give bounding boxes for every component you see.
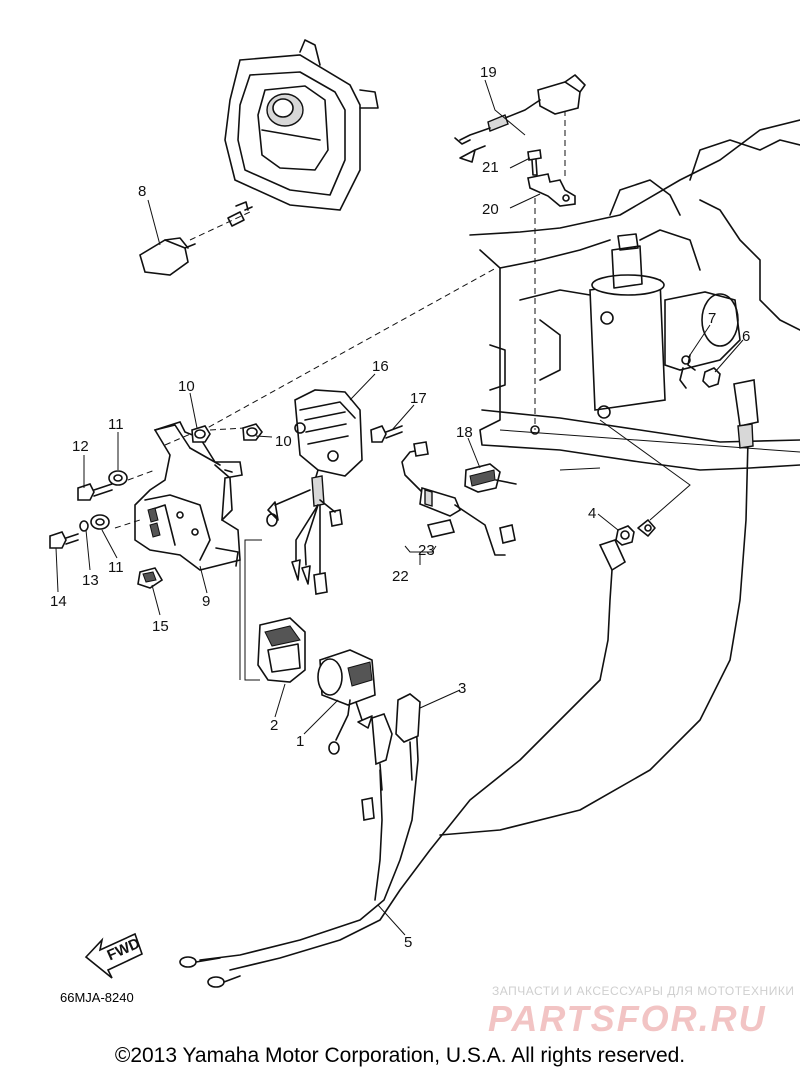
parts-1-3 bbox=[239, 539, 421, 791]
callout-17: 17 bbox=[410, 390, 427, 407]
callout-7: 7 bbox=[708, 310, 716, 327]
watermark-logo: PARTSFOR.RU bbox=[488, 998, 767, 1039]
callout-12: 12 bbox=[72, 438, 89, 455]
callout-23: 21 bbox=[482, 159, 499, 176]
parts-4-5 bbox=[179, 419, 691, 988]
part-16-rectifier bbox=[266, 389, 403, 595]
callout-leaders bbox=[55, 79, 744, 936]
part-21-23 bbox=[454, 74, 586, 207]
copyright-notice: ©2013 Yamaha Motor Corporation, U.S.A. A… bbox=[114, 1044, 686, 1067]
drawing-code: 66MJA-8240 bbox=[60, 990, 134, 1005]
callout-15: 15 bbox=[152, 618, 169, 635]
callout-14: 14 bbox=[50, 593, 67, 610]
callout-11-top: 11 bbox=[108, 416, 124, 433]
callout-19: 23 bbox=[418, 542, 435, 559]
callout-3: 3 bbox=[458, 680, 466, 697]
callout-6: 6 bbox=[742, 328, 750, 345]
callout-11-bottom: 11 bbox=[108, 559, 124, 576]
callout-9: 9 bbox=[202, 593, 210, 610]
callout-5: 5 bbox=[404, 934, 412, 951]
callout-18: 22 bbox=[392, 568, 409, 585]
parts-18-20 bbox=[401, 441, 517, 565]
callout-10-right: 10 bbox=[275, 433, 292, 450]
callout-22: 20 bbox=[482, 201, 499, 218]
engine-block bbox=[439, 110, 800, 836]
callout-8: 8 bbox=[138, 183, 146, 200]
callout-20: 18 bbox=[456, 424, 473, 441]
callout-1: 1 bbox=[296, 733, 304, 750]
left-bracket bbox=[49, 267, 497, 589]
callout-10-top: 10 bbox=[178, 378, 195, 395]
callout-labels: 19 21 20 8 10 10 11 12 11 13 14 15 9 16 … bbox=[50, 64, 750, 951]
callout-4: 4 bbox=[588, 505, 596, 522]
fwd-arrow: FWD bbox=[84, 932, 143, 979]
callout-16: 16 bbox=[372, 358, 389, 375]
watermark-tagline: ЗАПЧАСТИ И АКСЕССУАРЫ ДЛЯ МОТОТЕХНИКИ bbox=[492, 984, 795, 998]
callout-13: 13 bbox=[82, 572, 99, 589]
callout-21: 19 bbox=[480, 64, 497, 81]
part-8-bracket bbox=[139, 39, 379, 276]
callout-2: 2 bbox=[270, 717, 278, 734]
